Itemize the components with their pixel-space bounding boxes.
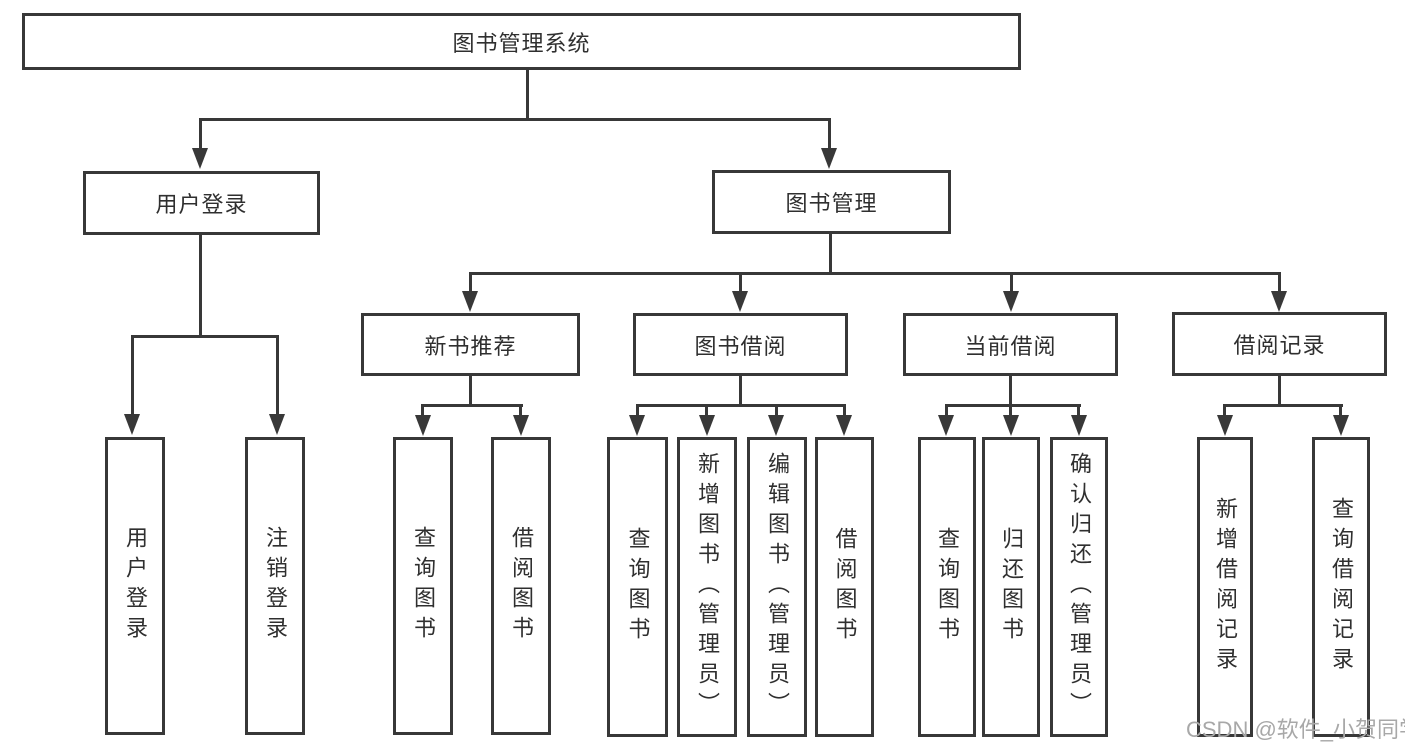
leaf-edit-book-admin-label: 编辑图书（管理员） — [765, 452, 790, 722]
arrowhead-to-new-book — [462, 291, 478, 312]
leaf-user-login-label: 用户登录 — [123, 526, 148, 646]
leaf-new-book-query: 查询图书 — [393, 437, 453, 735]
node-book-borrow: 图书借阅 — [633, 313, 848, 376]
leaf-borrow-book-label: 借阅图书 — [832, 527, 858, 647]
arrowhead-to-book-mgmt — [821, 148, 837, 169]
leaf-add-book-admin: 新增图书（管理员） — [677, 437, 737, 737]
arrowhead-to-book-borrow — [732, 291, 748, 312]
node-current-borrow: 当前借阅 — [903, 313, 1118, 376]
leaf-current-query: 查询图书 — [918, 437, 976, 737]
arrowhead-to-current-borrow — [1003, 291, 1019, 312]
connector-current-borrow-split — [945, 404, 1081, 407]
connector-current-borrow-child1 — [945, 404, 948, 417]
leaf-query-borrow-record: 查询借阅记录 — [1312, 437, 1370, 737]
connector-root-stem — [526, 68, 529, 120]
arrowhead-book-borrow-child3 — [768, 415, 784, 436]
connector-to-current-borrow — [1010, 272, 1013, 292]
connector-borrow-record-split — [1223, 404, 1343, 407]
leaf-add-borrow-record: 新增借阅记录 — [1197, 437, 1253, 737]
node-root: 图书管理系统 — [22, 13, 1021, 70]
connector-user-login-split — [131, 335, 279, 338]
node-book-mgmt: 图书管理 — [712, 170, 951, 234]
connector-book-borrow-split — [636, 404, 846, 407]
leaf-borrow-book: 借阅图书 — [815, 437, 874, 737]
leaf-borrow-query-label: 查询图书 — [625, 527, 651, 647]
leaf-query-borrow-record-label: 查询借阅记录 — [1329, 497, 1354, 677]
connector-new-book-split — [421, 404, 523, 407]
connector-to-new-book — [469, 272, 472, 292]
connector-to-leaf-login — [131, 335, 134, 415]
connector-level3-split — [469, 272, 1281, 275]
arrowhead-book-borrow-child1 — [629, 415, 645, 436]
leaf-confirm-return-admin-label: 确认归还（管理员） — [1067, 452, 1092, 722]
connector-borrow-record-child1 — [1223, 404, 1226, 417]
leaf-return-book-label: 归还图书 — [999, 527, 1024, 647]
connector-new-book-child2 — [519, 404, 522, 417]
node-borrow-record: 借阅记录 — [1172, 312, 1387, 376]
connector-borrow-record-stem — [1278, 374, 1281, 406]
arrowhead-to-borrow-record — [1271, 291, 1287, 312]
arrowhead-new-book-child2 — [513, 415, 529, 436]
connector-to-book-borrow — [739, 272, 742, 292]
connector-to-book-mgmt — [828, 118, 831, 150]
csdn-watermark: CSDN @软件_小贺同学 — [1186, 717, 1405, 742]
leaf-new-book-borrow: 借阅图书 — [491, 437, 551, 735]
connector-to-borrow-record — [1278, 272, 1281, 292]
connector-book-borrow-child1 — [636, 404, 639, 417]
leaf-edit-book-admin: 编辑图书（管理员） — [747, 437, 807, 737]
arrowhead-current-borrow-child2 — [1003, 415, 1019, 436]
leaf-logout: 注销登录 — [245, 437, 305, 735]
connector-book-borrow-child2 — [705, 404, 708, 417]
node-user-login: 用户登录 — [83, 171, 320, 235]
connector-current-borrow-stem — [1009, 375, 1012, 406]
arrowhead-current-borrow-child1 — [938, 415, 954, 436]
connector-book-borrow-child4 — [843, 404, 846, 417]
arrowhead-borrow-record-child1 — [1217, 415, 1233, 436]
connector-to-leaf-logout — [276, 335, 279, 415]
arrowhead-to-user-login — [192, 148, 208, 169]
leaf-current-query-label: 查询图书 — [935, 527, 960, 647]
leaf-logout-label: 注销登录 — [263, 526, 288, 646]
connector-to-user-login — [199, 118, 202, 150]
arrowhead-book-borrow-child4 — [836, 415, 852, 436]
arrowhead-new-book-child1 — [415, 415, 431, 436]
leaf-add-borrow-record-label: 新增借阅记录 — [1213, 497, 1238, 677]
connector-borrow-record-child2 — [1339, 404, 1342, 417]
arrowhead-book-borrow-child2 — [699, 415, 715, 436]
connector-user-login-stem — [199, 234, 202, 336]
connector-current-borrow-child3 — [1077, 404, 1080, 417]
connector-book-mgmt-stem — [829, 233, 832, 274]
leaf-return-book: 归还图书 — [982, 437, 1040, 737]
connector-level1-split — [199, 118, 831, 121]
leaf-new-book-query-label: 查询图书 — [411, 526, 436, 646]
leaf-add-book-admin-label: 新增图书（管理员） — [695, 452, 720, 722]
node-new-book: 新书推荐 — [361, 313, 580, 376]
arrowhead-to-leaf-login — [124, 414, 140, 435]
arrowhead-to-leaf-logout — [269, 414, 285, 435]
connector-book-borrow-stem — [739, 375, 742, 406]
connector-book-borrow-child3 — [775, 404, 778, 417]
leaf-confirm-return-admin: 确认归还（管理员） — [1050, 437, 1108, 737]
connector-new-book-child1 — [421, 404, 424, 417]
leaf-new-book-borrow-label: 借阅图书 — [509, 526, 534, 646]
connector-current-borrow-child2 — [1009, 404, 1012, 417]
connector-new-book-stem — [469, 375, 472, 406]
leaf-user-login: 用户登录 — [105, 437, 165, 735]
arrowhead-borrow-record-child2 — [1333, 415, 1349, 436]
leaf-borrow-query: 查询图书 — [607, 437, 668, 737]
arrowhead-current-borrow-child3 — [1071, 415, 1087, 436]
